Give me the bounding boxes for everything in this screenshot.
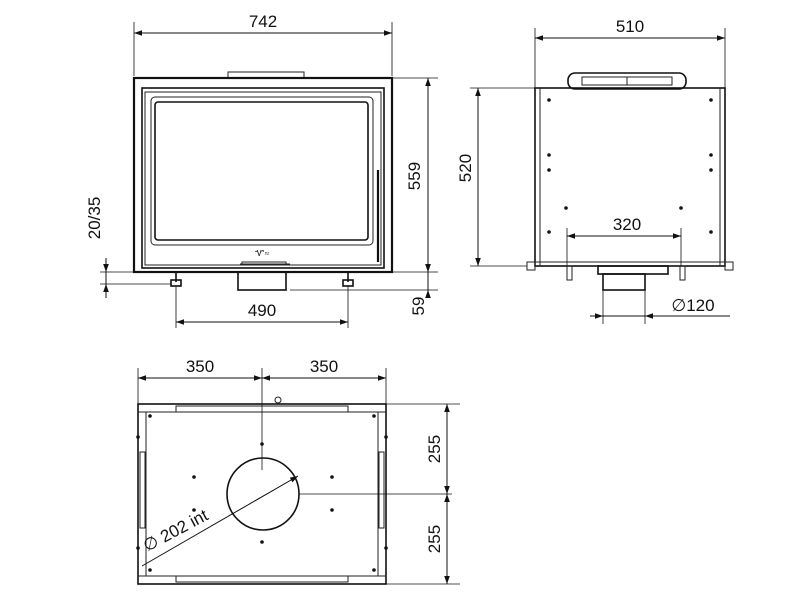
front-door-frame: [141, 87, 385, 269]
top-right-half-label: 350: [310, 357, 338, 376]
front-view: 742 Ꮙ≈ 559: [85, 12, 438, 328]
front-width-label: 742: [249, 12, 277, 31]
side-fixing-holes: [547, 98, 713, 234]
top-view: 350 350: [136, 357, 460, 585]
front-foot-spacing-label: 490: [248, 301, 276, 320]
front-glass-window: [154, 101, 369, 241]
side-height-label: 520: [456, 154, 475, 182]
front-base-height-label: 59: [409, 297, 428, 316]
side-view: 510: [456, 17, 734, 324]
top-flue-collar: [226, 457, 300, 531]
front-height-label: 559: [405, 162, 424, 190]
side-outlet-collar: [597, 265, 669, 275]
top-side-slot-right: [378, 451, 385, 529]
side-foot-right: [679, 265, 686, 281]
top-collar-diameter-label: ∅ 202 int: [140, 505, 211, 555]
front-foot-right: [342, 272, 354, 287]
side-body: [534, 87, 726, 267]
front-outlet-spigot: [237, 271, 287, 291]
top-left-half-label: 350: [186, 357, 214, 376]
side-outlet-offset-label: 320: [613, 215, 641, 234]
top-side-slot-left: [139, 451, 146, 529]
top-fixing-holes: [136, 414, 388, 572]
top-upper-half-label: 255: [425, 435, 444, 463]
top-collar-diameter-leader: [141, 475, 299, 567]
side-outlet-diameter-label: ∅120: [671, 296, 714, 315]
front-foot-left: [170, 272, 182, 287]
side-depth-label: 510: [616, 17, 644, 36]
side-top-handle: [567, 72, 687, 90]
front-outer-frame: [132, 76, 394, 274]
front-logo: Ꮙ≈: [254, 249, 270, 258]
side-outlet-pipe: [602, 273, 646, 291]
top-lower-half-label: 255: [425, 525, 444, 553]
side-foot-left: [566, 265, 573, 281]
front-adjust-label: 20/35: [85, 197, 104, 240]
top-slot-lower: [175, 575, 349, 583]
